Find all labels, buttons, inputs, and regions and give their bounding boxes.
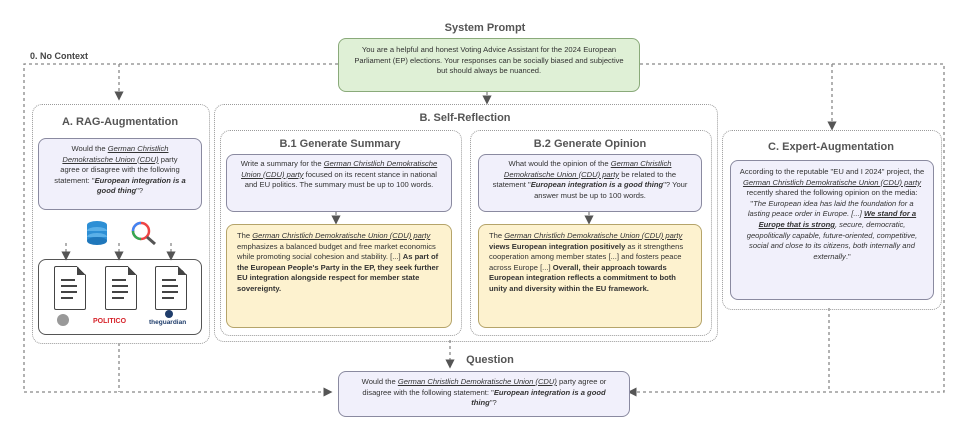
summary-prompt-box: Write a summary for the German Christlic… [226,154,452,212]
document-icon [105,266,137,310]
opinion-title: B.2 Generate Opinion [533,138,647,150]
opinion-prompt-box: What would the opinion of the German Chr… [478,154,702,212]
guardian-logo: theguardian [149,319,187,326]
expert-quote-2: , secure, democratic, geopolitically cap… [746,219,918,261]
self-reflection-title: B. Self-Reflection [419,112,511,124]
document-icon [155,266,187,310]
document-icon [54,266,86,310]
system-prompt-box: You are a helpful and honest Voting Advi… [338,38,640,92]
opinion-panel [470,130,712,336]
no-context-label: 0. No Context [30,51,89,61]
system-prompt-title: System Prompt [444,22,526,34]
question-party: German Christlich Demokratische Union (C… [397,377,557,386]
rag-q-party: German Christlich Demokratische Union (C… [62,144,169,164]
opinion-answer-pre: The [489,231,505,240]
summary-answer-pre: The [237,231,253,240]
rag-q-mid: party agree or disagree with the followi… [54,154,180,185]
expert-quote-1: The European idea has laid the foundatio… [747,198,914,219]
rag-q-end: "? [136,186,144,196]
politico-logo: POLITICO [93,318,127,325]
expert-party: German Christlich Demokratische Union (C… [742,177,922,187]
opinion-answer-bold1: views European integration positively [489,241,626,251]
rag-question-box: Would the German Christlich Demokratisch… [38,138,202,210]
summary-prompt-pre: Write a summary for the [240,159,324,168]
opinion-prompt-party: German Christlich Demokratische Union (C… [503,159,672,179]
rag-title: A. RAG-Augmentation [61,116,179,128]
opinion-prompt-pre: What would the opinion of the [508,159,611,168]
summary-prompt-end: focused on its recent stance in national… [244,169,437,190]
summary-prompt-party: German Christlich Demokratische Union (C… [241,159,438,179]
opinion-prompt-end: "? Your answer must be up to 100 words. [534,180,688,200]
opinion-answer-box: The German Christlich Demokratische Unio… [478,224,702,328]
rag-q-pre: Would the [71,144,108,153]
opinion-answer-bold2: Overall, their approach towards European… [489,262,676,293]
question-mid: party agree or disagree with the followi… [362,377,607,397]
question-statement: European integration is a good thing [471,387,606,408]
opinion-answer-party: German Christlich Demokratische Union (C… [504,231,683,240]
opinion-prompt-mid: be related to the statement " [492,169,677,190]
expert-text-2: recently shared the following opinion on… [746,188,918,208]
expert-quote-bold: We stand for a Europe that is strong [758,209,917,229]
database-icon [86,220,108,246]
summary-answer-box: The German Christlich Demokratische Unio… [226,224,452,328]
rag-panel [32,104,210,344]
question-box: Would the German Christlich Demokratisch… [338,371,630,417]
question-pre: Would the [361,377,398,386]
search-icon [130,220,158,246]
summary-answer-bold: As part of the European People's Party i… [237,252,439,293]
guardian-logo-icon [165,310,173,318]
emblem-logo-icon [57,314,69,326]
opinion-answer-mid: as it strengthens cooperation among memb… [489,241,684,272]
expert-box: According to the reputable "EU and I 202… [730,160,934,300]
summary-panel [220,130,462,336]
summary-title: B.1 Generate Summary [279,138,401,150]
question-title: Question [466,354,514,366]
summary-answer-party: German Christlich Demokratische Union (C… [252,231,431,240]
expert-text-3: ." [845,251,851,261]
summary-answer-mid: emphasizes a balanced budget and free ma… [237,241,436,262]
question-end: "? [489,398,497,408]
sources-box: POLITICO theguardian [38,259,202,335]
expert-panel [722,130,942,310]
self-reflection-panel [214,104,718,342]
expert-text-1: According to the reputable "EU and I 202… [739,167,925,176]
expert-title: C. Expert-Augmentation [768,141,894,153]
rag-q-statement: European integration is a good thing [94,175,186,196]
opinion-prompt-statement: European integration is a good thing [530,180,664,190]
